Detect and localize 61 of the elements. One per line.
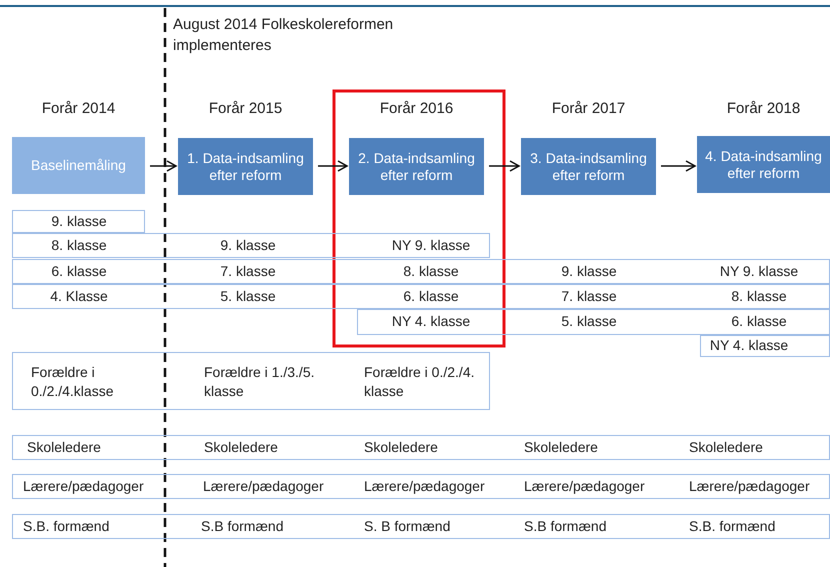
row-text: 9. klasse bbox=[560, 262, 618, 280]
row-text: NY 4. klasse bbox=[390, 313, 472, 330]
row-text: 7. klasse bbox=[560, 288, 618, 304]
row-text: Lærere/pædagoger bbox=[524, 478, 645, 494]
row-text: Skoleledere bbox=[524, 438, 598, 456]
row-text: S.B. formænd bbox=[23, 518, 110, 534]
row-band bbox=[357, 309, 830, 335]
row-text: 5. klasse bbox=[560, 313, 618, 330]
row-text: 6. klasse bbox=[50, 262, 108, 280]
row-text: 9. klasse bbox=[219, 236, 277, 254]
row-text: 7. klasse bbox=[219, 262, 277, 280]
row-text: 8. klasse bbox=[50, 236, 108, 254]
process-box: 4. Data-indsamling efter reform bbox=[697, 136, 830, 193]
row-text: Lærere/pædagoger bbox=[203, 478, 324, 494]
row-text: 5. klasse bbox=[219, 288, 277, 304]
process-box: 1. Data-indsamling efter reform bbox=[178, 138, 313, 195]
row-band bbox=[12, 474, 830, 499]
row-band bbox=[12, 352, 490, 410]
row-text: NY 4. klasse bbox=[708, 337, 790, 354]
row-text: Skoleledere bbox=[689, 438, 763, 456]
row-text: Forældre i 0./2./4.klasse bbox=[31, 363, 114, 401]
row-text: 9. klasse bbox=[50, 212, 108, 230]
arrow bbox=[318, 160, 348, 172]
process-box: 2. Data-indsamling efter reform bbox=[349, 138, 484, 195]
arrow bbox=[150, 160, 177, 172]
row-text: Skoleledere bbox=[364, 438, 438, 456]
year-heading: Forår 2016 bbox=[378, 100, 454, 117]
row-text: 4. Klasse bbox=[49, 288, 109, 304]
row-band bbox=[700, 335, 830, 357]
row-text: 8. klasse bbox=[402, 262, 460, 280]
row-text: S.B formænd bbox=[524, 518, 606, 534]
arrow bbox=[489, 160, 520, 172]
process-box: Baselinemåling bbox=[12, 137, 145, 194]
row-text: Lærere/pædagoger bbox=[23, 478, 144, 494]
row-text: S.B formænd bbox=[201, 518, 284, 534]
arrow bbox=[661, 160, 696, 172]
annotation-text: August 2014 Folkeskolereformen implementeres bbox=[173, 15, 394, 56]
row-band bbox=[12, 435, 830, 460]
row-band bbox=[12, 233, 490, 258]
row-band bbox=[12, 210, 145, 233]
row-text: 6. klasse bbox=[402, 288, 460, 304]
row-text: Lærere/pædagoger bbox=[364, 478, 485, 494]
process-box: 3. Data-indsamling efter reform bbox=[521, 138, 656, 195]
row-text: S.B. formænd bbox=[689, 518, 776, 534]
year-heading: Forår 2017 bbox=[550, 100, 626, 117]
row-text: 6. klasse bbox=[730, 313, 788, 330]
year-heading: Forår 2018 bbox=[726, 100, 802, 117]
year-heading: Forår 2014 bbox=[40, 100, 116, 117]
row-text: Forældre i 1./3./5. klasse bbox=[204, 363, 316, 401]
row-text: NY 9. klasse bbox=[718, 262, 800, 280]
year-heading: Forår 2015 bbox=[208, 100, 284, 117]
row-text: NY 9. klasse bbox=[390, 236, 472, 254]
row-text: Forældre i 0./2./4. klasse bbox=[364, 363, 476, 401]
row-band bbox=[12, 284, 830, 309]
row-text: 8. klasse bbox=[730, 288, 788, 304]
row-text: S. B formænd bbox=[364, 518, 450, 534]
row-band bbox=[12, 259, 830, 284]
row-band bbox=[12, 514, 830, 539]
row-text: Skoleledere bbox=[27, 438, 101, 456]
row-text: Lærere/pædagoger bbox=[689, 478, 810, 494]
row-text: Skoleledere bbox=[204, 438, 278, 456]
